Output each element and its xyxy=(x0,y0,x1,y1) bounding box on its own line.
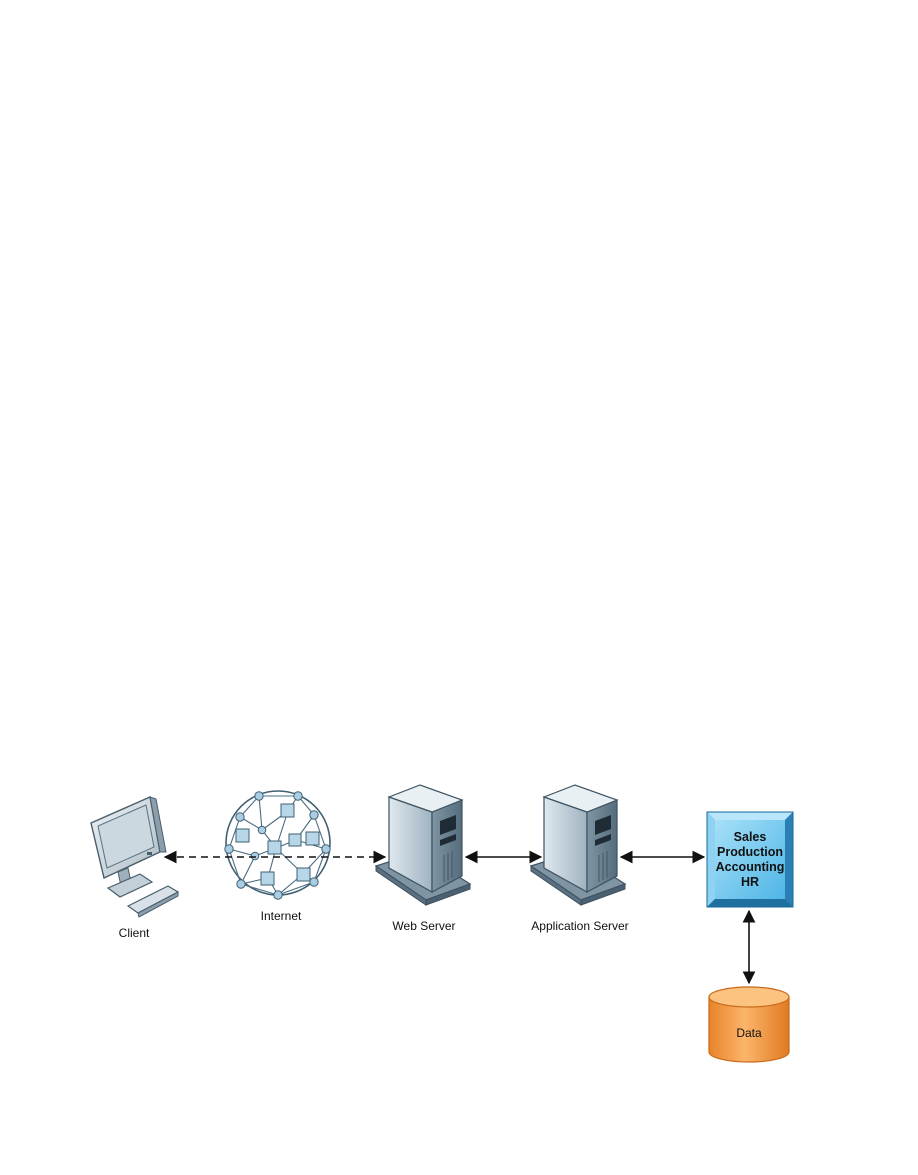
application-server-icon xyxy=(529,784,627,906)
database-cylinder-icon xyxy=(708,986,790,1063)
client-computer-icon xyxy=(90,796,180,918)
erp-module-accounting: Accounting xyxy=(716,860,785,874)
application-server-label: Application Server xyxy=(531,919,628,933)
erp-module-sales: Sales xyxy=(734,830,767,844)
erp-modules-box xyxy=(706,811,794,908)
client-label: Client xyxy=(119,926,150,940)
web-server-icon xyxy=(374,784,472,906)
data-label: Data xyxy=(736,1026,762,1040)
internet-network-icon xyxy=(224,790,331,900)
erp-module-production: Production xyxy=(717,845,783,859)
internet-label: Internet xyxy=(261,909,302,923)
web-server-label: Web Server xyxy=(392,919,455,933)
erp-module-hr: HR xyxy=(741,875,759,889)
